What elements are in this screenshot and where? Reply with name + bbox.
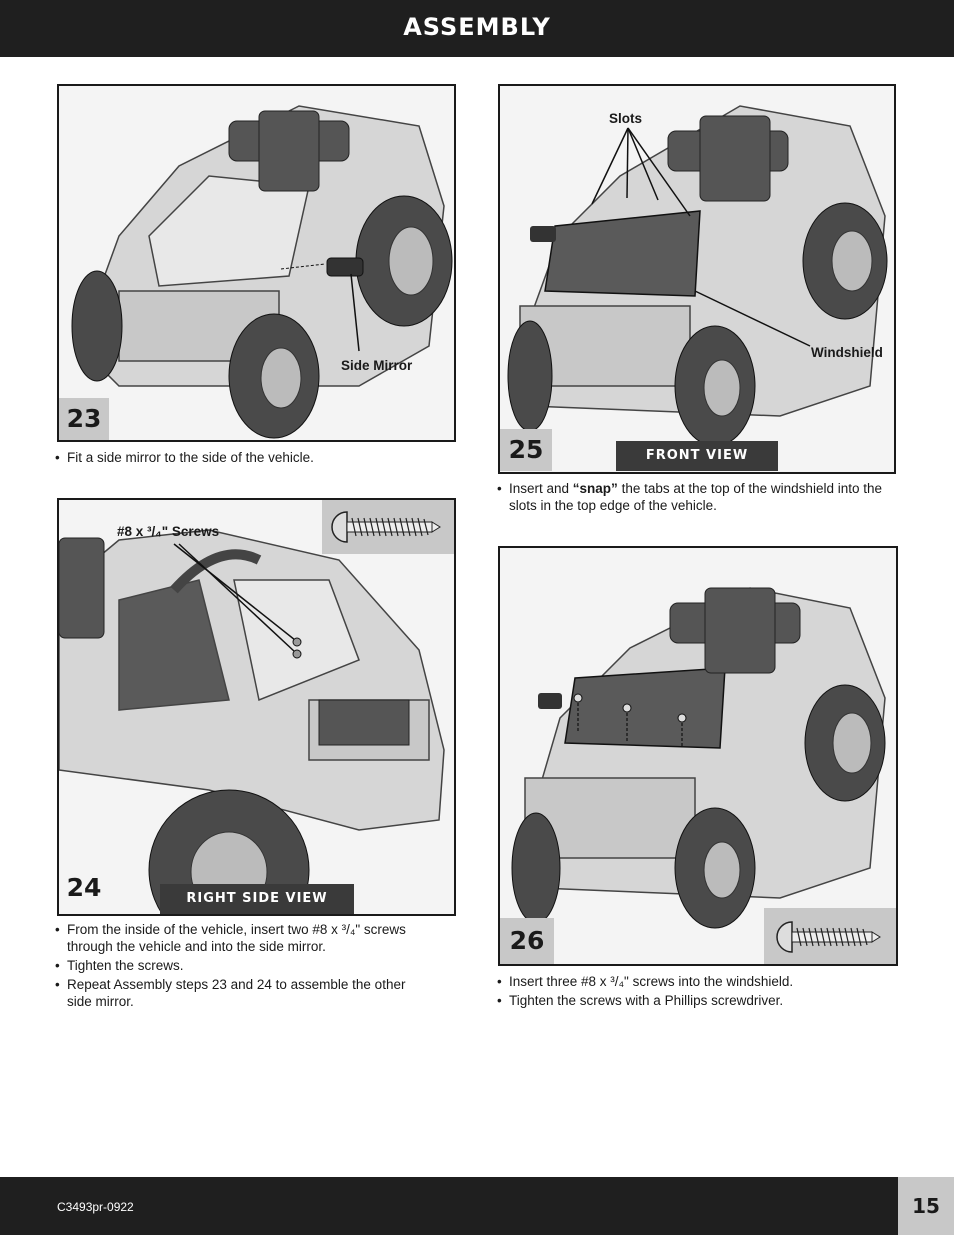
step-26-number: 26 <box>500 918 554 964</box>
list-item: Tighten the screws. <box>55 957 425 974</box>
step-25-illustration <box>507 105 888 447</box>
windshield-callout: Windshield <box>811 345 883 360</box>
page-title: ASSEMBLY <box>403 13 551 41</box>
side-mirror-callout: Side Mirror <box>341 358 413 373</box>
list-item: Fit a side mirror to the side of the veh… <box>55 449 455 466</box>
list-item: Repeat Assembly steps 23 and 24 to assem… <box>55 976 425 1010</box>
step-24-illustration <box>59 529 445 914</box>
list-item: Tighten the screws with a Phillips screw… <box>497 992 897 1009</box>
list-item: Insert and “snap” the tabs at the top of… <box>497 480 897 514</box>
step-26-instructions: Insert three #8 x ³/₄" screws into the w… <box>497 973 897 1011</box>
document-code: C3493pr-0922 <box>57 1200 134 1214</box>
step-25-instructions: Insert and “snap” the tabs at the top of… <box>497 480 897 516</box>
step-23-number: 23 <box>59 398 109 440</box>
step-24-instructions: From the inside of the vehicle, insert t… <box>55 921 425 1012</box>
step-25-number: 25 <box>500 429 552 471</box>
step-25-panel: Slots Windshield 25 FRONT VIEW <box>498 84 896 474</box>
header-bar: ASSEMBLY <box>0 0 954 57</box>
screw-reference-box <box>322 500 454 554</box>
screw-reference-box <box>764 908 896 964</box>
right-side-view-label: RIGHT SIDE VIEW <box>160 884 354 914</box>
list-item: Insert three #8 x ³/₄" screws into the w… <box>497 973 897 990</box>
step-24-number: 24 <box>66 873 102 902</box>
front-view-label: FRONT VIEW <box>616 441 778 471</box>
screw-icon <box>776 921 881 953</box>
step-26-panel: 26 <box>498 546 898 966</box>
step-24-panel: #8 x ³/₄" Screws 24 RIGHT SIDE VIEW <box>57 498 456 916</box>
step-23-panel: Side Mirror 23 <box>57 84 456 442</box>
slots-callout: Slots <box>609 111 643 126</box>
step-26-illustration <box>511 587 886 929</box>
step-23-illustration <box>71 105 453 439</box>
screws-callout: #8 x ³/₄" Screws <box>117 524 220 539</box>
footer-bar: C3493pr-0922 15 <box>0 1177 954 1235</box>
page-number: 15 <box>898 1177 954 1235</box>
step-23-instructions: Fit a side mirror to the side of the veh… <box>55 449 455 468</box>
screw-icon <box>331 511 441 543</box>
list-item: From the inside of the vehicle, insert t… <box>55 921 425 955</box>
